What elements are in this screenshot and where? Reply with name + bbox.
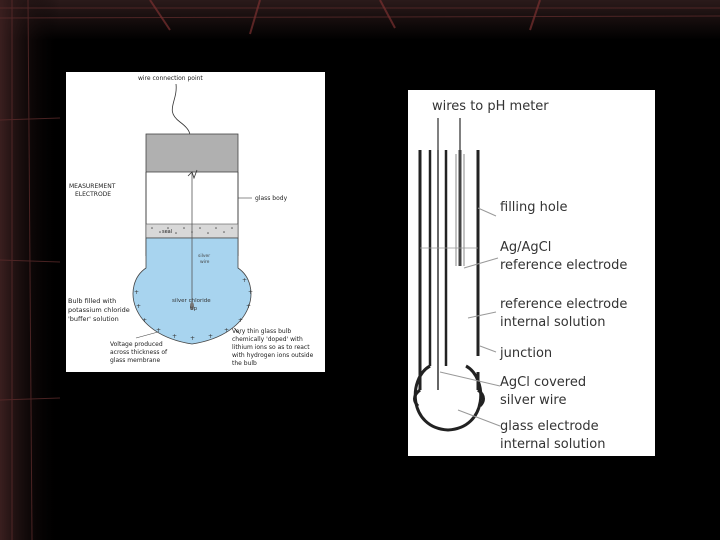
electrode-label-line1: MEASUREMENT: [69, 183, 116, 190]
measurement-electrode-svg: wire connection point +++ +++ +++ +++ ME…: [68, 75, 314, 367]
svg-text:+: +: [248, 289, 253, 296]
voltage-label-line1: Voltage produced: [110, 341, 163, 348]
svg-text:+: +: [142, 317, 147, 324]
bulb-label-line3: 'buffer' solution: [68, 315, 119, 323]
internal-solution-label-line2: internal solution: [500, 315, 606, 330]
thin-glass-label-line2: chemically 'doped' with: [232, 336, 303, 343]
glass-internal-label-line2: internal solution: [500, 437, 606, 452]
svg-text:+: +: [246, 303, 251, 310]
silver-chloride-label-line1: silver chloride: [172, 298, 211, 304]
thin-glass-label-line5: the bulb: [232, 360, 257, 367]
thin-glass-label-line3: lithium ions so as to react: [232, 344, 310, 351]
svg-text:+: +: [136, 303, 141, 310]
reference-electrode-label-line1: Ag/AgCl: [500, 240, 551, 255]
seal-label: seal: [162, 229, 172, 235]
combination-electrode-svg: wires to pH meter filling hole Ag/AgCl: [413, 99, 627, 452]
junction-label: junction: [499, 346, 552, 361]
svg-text:+: +: [190, 335, 195, 342]
thin-glass-label-line1: Very thin glass bulb: [232, 328, 291, 335]
wires-label: wires to pH meter: [432, 99, 549, 114]
bulb-label-line1: Bulb filled with: [68, 297, 116, 305]
silver-wire-label-line1: silver: [198, 253, 210, 259]
glass-body-label: glass body: [255, 195, 288, 202]
thin-glass-label-line4: with hydrogen ions outside: [232, 352, 314, 359]
svg-text:+: +: [156, 327, 161, 334]
combination-electrode-diagram: wires to pH meter filling hole Ag/AgCl: [408, 90, 655, 456]
silver-wire-label-line2: wire: [200, 259, 210, 265]
silver-chloride-tip: [190, 302, 194, 310]
voltage-label-line2: across thickness of: [110, 349, 168, 356]
svg-text:+: +: [134, 289, 139, 296]
voltage-label-line3: glass membrane: [110, 357, 160, 364]
measurement-electrode-diagram: wire connection point +++ +++ +++ +++ ME…: [66, 72, 325, 372]
internal-solution-label-line1: reference electrode: [500, 297, 627, 312]
wire-connection-label: wire connection point: [138, 75, 203, 82]
glass-internal-label-line1: glass electrode: [500, 419, 599, 434]
agcl-wire-label-line1: AgCl covered: [500, 375, 586, 390]
agcl-wire-label-line2: silver wire: [500, 393, 566, 408]
svg-text:+: +: [224, 327, 229, 334]
electrode-label-line2: ELECTRODE: [75, 191, 111, 198]
glass-bulb: [413, 364, 483, 432]
svg-text:+: +: [208, 333, 213, 340]
svg-text:+: +: [242, 277, 247, 284]
wire-icon: [171, 83, 191, 137]
bulb-label-line2: potassium chloride: [68, 306, 130, 314]
reference-electrode-label-line2: reference electrode: [500, 258, 627, 273]
svg-text:+: +: [172, 333, 177, 340]
svg-text:+: +: [238, 317, 243, 324]
silver-chloride-label-line2: tip: [190, 306, 198, 312]
filling-hole-label: filling hole: [500, 200, 567, 215]
electrode-cap: [145, 133, 239, 173]
